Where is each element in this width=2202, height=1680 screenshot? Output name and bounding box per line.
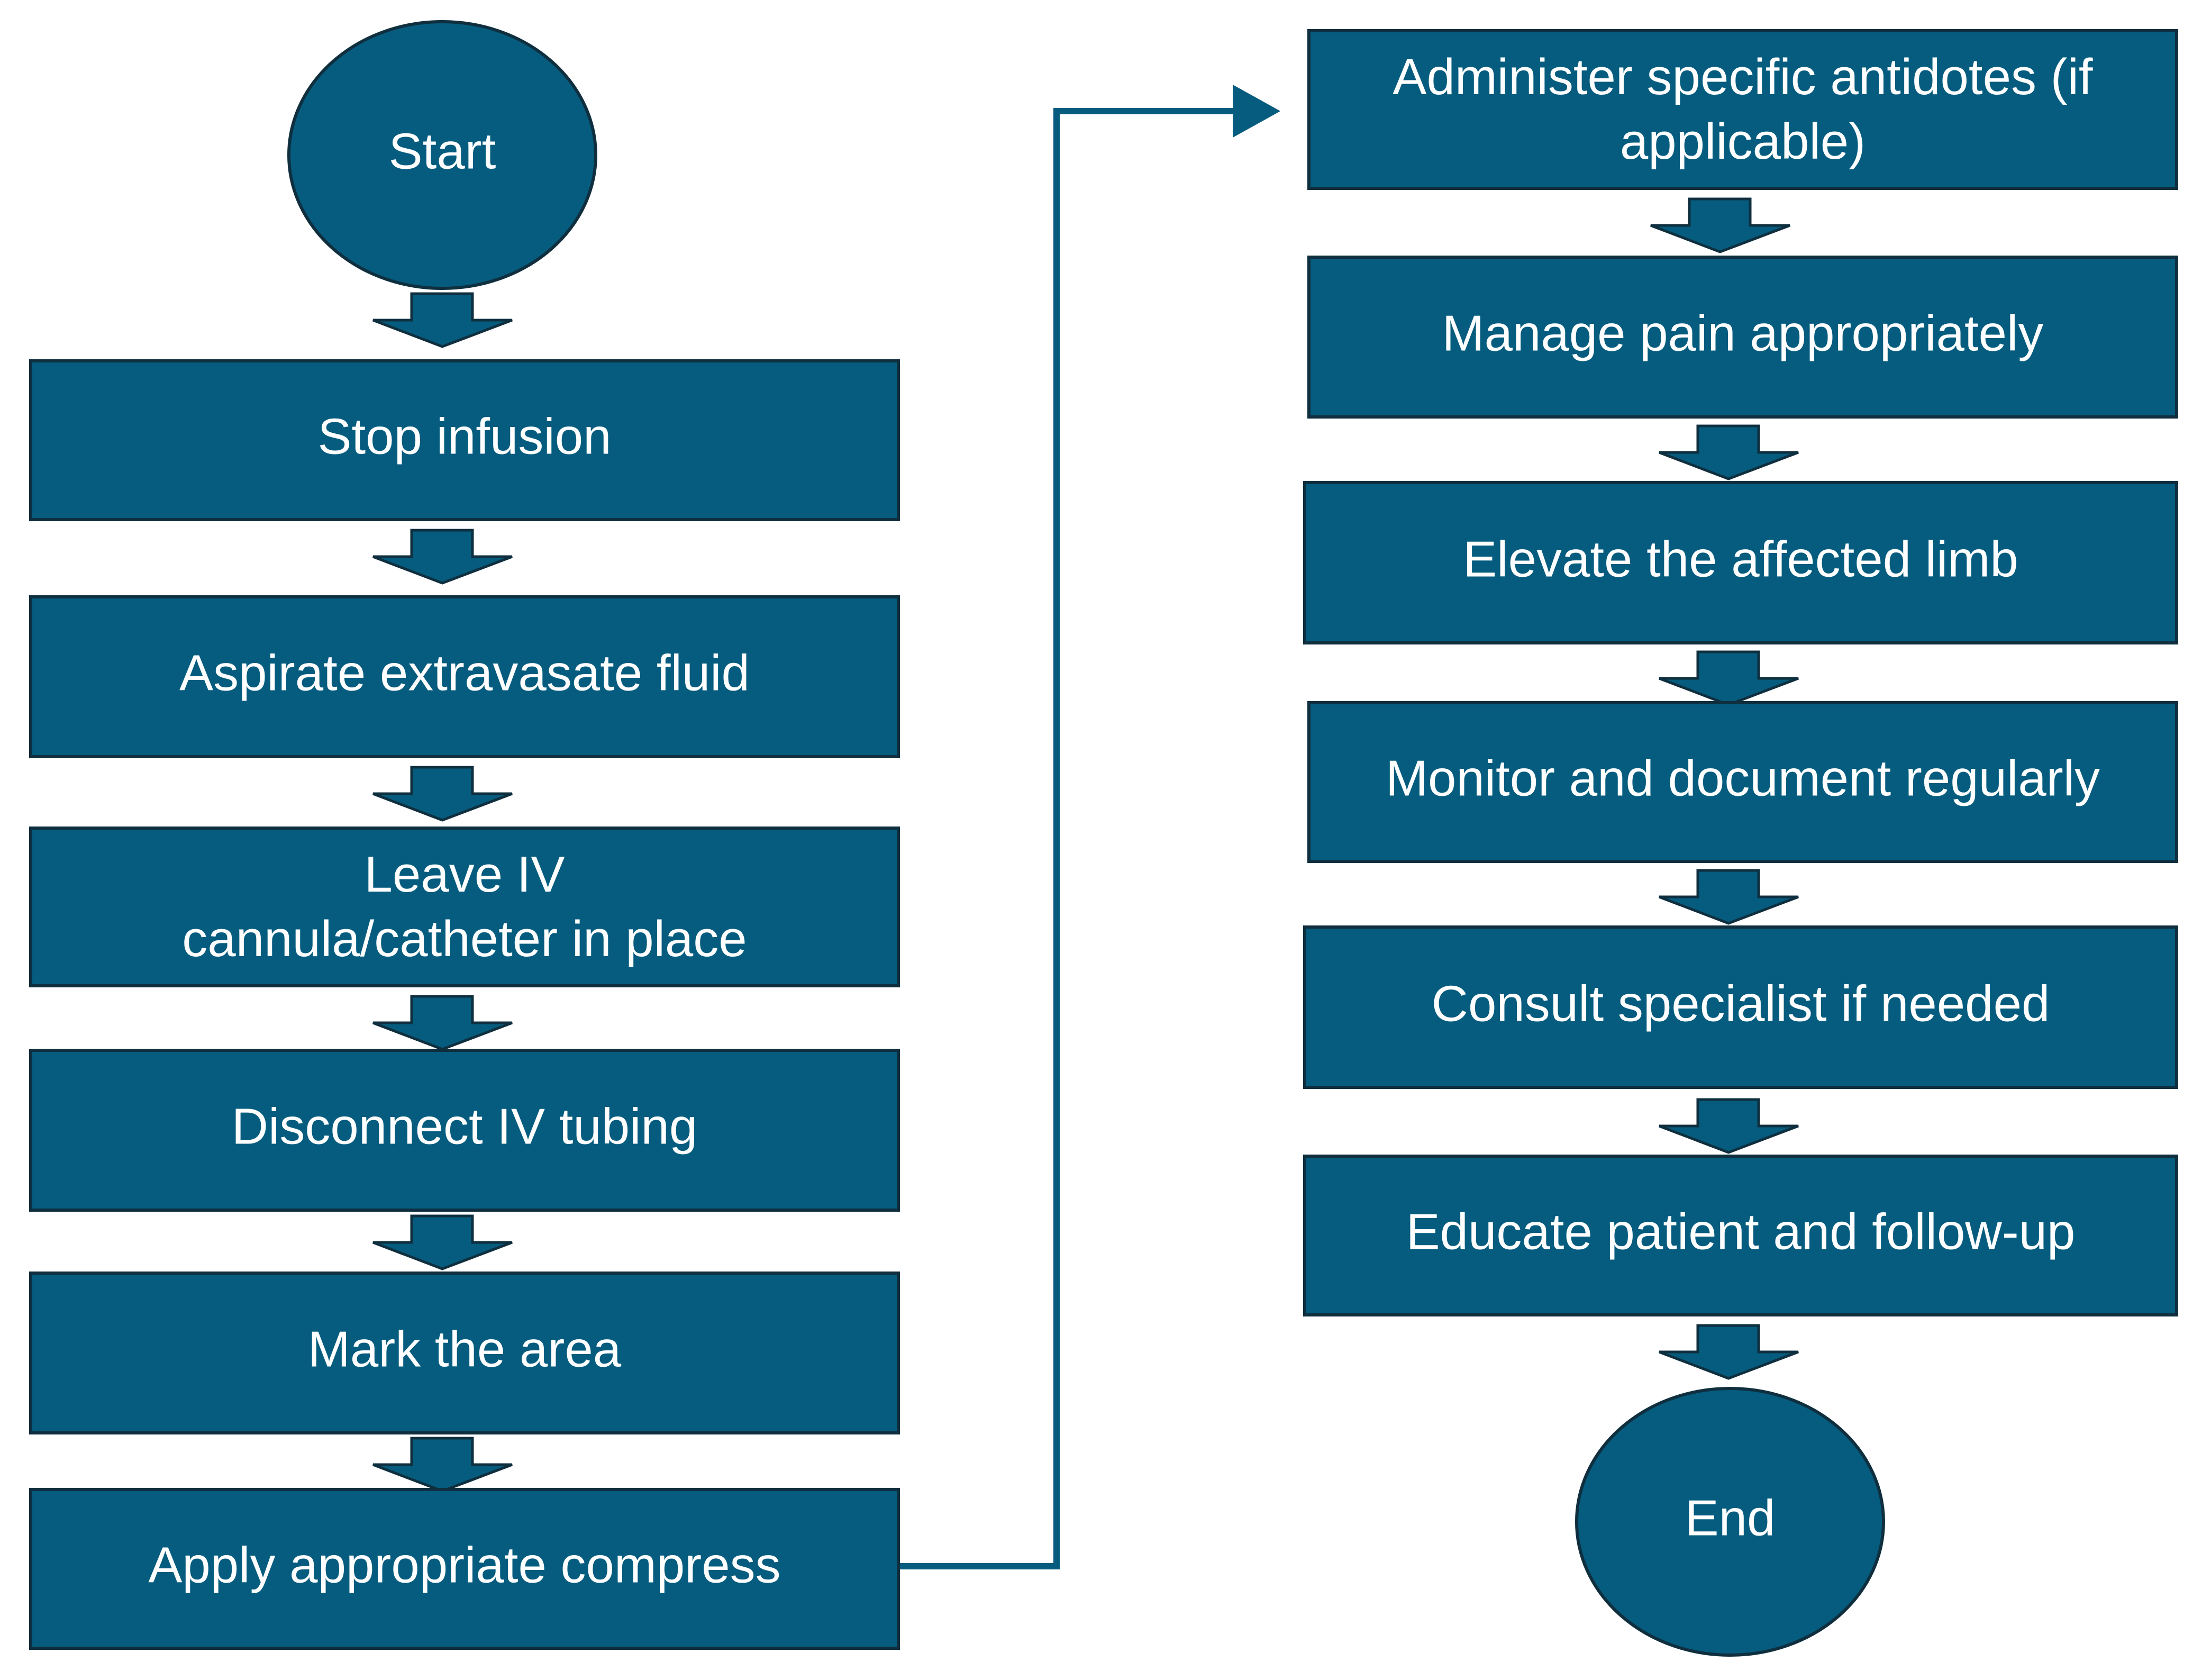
flow-arrow [1659,1324,1799,1380]
end-node-label: End [1685,1490,1776,1546]
right-step-6: Educate patient and follow-up [1303,1155,2178,1316]
left-step-1-label: Stop infusion [317,408,611,465]
right-step-1-label: Administer specific antidotes (if applic… [1393,49,2093,170]
flow-arrow [372,1437,513,1493]
right-step-3: Elevate the affected limb [1303,481,2178,644]
flow-arrow [1659,424,1799,480]
end-node: End [1575,1387,1885,1657]
flow-arrow [372,292,513,348]
start-node-label: Start [389,123,496,179]
flow-arrow [1659,650,1799,706]
column-connector-line [898,108,1246,1569]
flow-arrow [372,1214,513,1270]
flow-arrow [372,529,513,585]
column-connector-arrowhead [1233,85,1280,138]
left-step-1: Stop infusion [29,359,900,521]
flow-arrow [1659,1098,1799,1154]
right-step-5-label: Consult specialist if needed [1432,975,2050,1032]
left-step-4: Disconnect IV tubing [29,1049,900,1212]
right-step-6-label: Educate patient and follow-up [1406,1203,2076,1260]
right-step-2: Manage pain appropriately [1307,256,2178,419]
left-step-4-label: Disconnect IV tubing [232,1098,698,1155]
left-step-5-label: Mark the area [308,1321,622,1377]
left-step-6-label: Apply appropriate compress [148,1537,780,1593]
start-node: Start [287,20,597,290]
flow-arrow [372,766,513,822]
right-step-5: Consult specialist if needed [1303,925,2178,1089]
left-step-2: Aspirate extravasate fluid [29,595,900,758]
left-step-5: Mark the area [29,1272,900,1434]
left-step-3-label: Leave IV cannula/catheter in place [182,846,747,967]
flow-arrow [1650,197,1790,253]
flow-arrow [372,995,513,1051]
right-step-4-label: Monitor and document regularly [1386,750,2100,806]
right-step-2-label: Manage pain appropriately [1442,305,2044,361]
left-step-3: Leave IV cannula/catheter in place [29,827,900,987]
left-step-6: Apply appropriate compress [29,1488,900,1650]
flow-arrow [1659,869,1799,925]
right-step-3-label: Elevate the affected limb [1463,531,2018,587]
right-step-1: Administer specific antidotes (if applic… [1307,29,2178,190]
right-step-4: Monitor and document regularly [1307,701,2178,863]
left-step-2-label: Aspirate extravasate fluid [179,644,750,701]
